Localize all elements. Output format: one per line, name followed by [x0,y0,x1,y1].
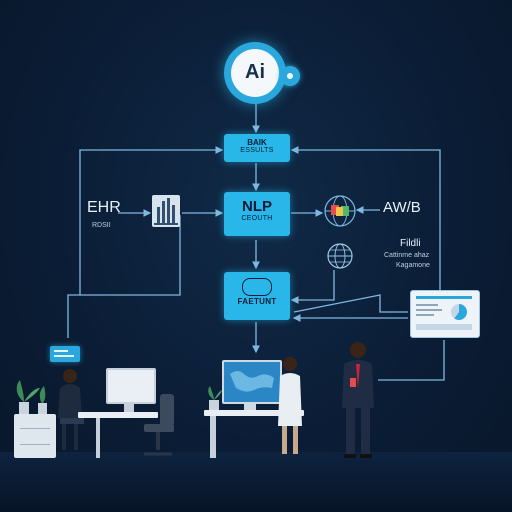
nlp-node[interactable]: NLP CEOUTH [224,192,290,236]
building-icon [152,195,180,227]
dashboard-card[interactable] [410,290,480,338]
monitor-center-icon [222,360,282,404]
globe-data-icon [322,194,358,228]
results-node-title: BAIK [247,138,267,147]
ai-logo-text: Ai [245,61,265,83]
monitor-left-stand [124,402,134,412]
person-standing-woman-icon [272,354,308,458]
desk-left-leg [96,418,100,458]
monitor-center-stand [244,402,256,410]
cabinet [14,414,56,458]
person-seated-icon [52,366,92,456]
awb-label: AW/B [383,199,421,216]
ai-badge-icon [280,66,300,86]
nlp-node-subtitle: CEOUTH [241,214,273,222]
desk-center [204,410,304,416]
results-node[interactable]: BAIK ESSULTS [224,134,290,162]
desk-center-base [210,416,216,458]
right-label-line2: Cattinme ahaz [384,252,430,259]
chart-dot-icon [451,304,467,320]
logo-mark-icon [242,278,272,296]
ai-logo: Ai [224,42,286,104]
small-card[interactable] [50,346,80,362]
person-standing-man-icon [336,338,380,462]
ehr-sublabel: RDSII [92,222,111,229]
desk-left [78,412,158,418]
ehr-label: EHR [87,199,121,216]
plant-left-icon [10,372,54,416]
floor [0,452,512,512]
feature-node[interactable]: FAETUNT [224,272,290,320]
office-chair-icon [136,392,180,460]
nlp-node-title: NLP [242,198,272,215]
right-label-line1: Fildli [400,238,421,249]
plant-center-icon [204,384,224,412]
right-label-line3: Kagamone [396,262,430,269]
monitor-left-icon [106,368,156,404]
feature-node-label: FAETUNT [237,297,277,306]
results-node-subtitle: ESSULTS [240,147,274,155]
globe-icon [326,242,354,270]
